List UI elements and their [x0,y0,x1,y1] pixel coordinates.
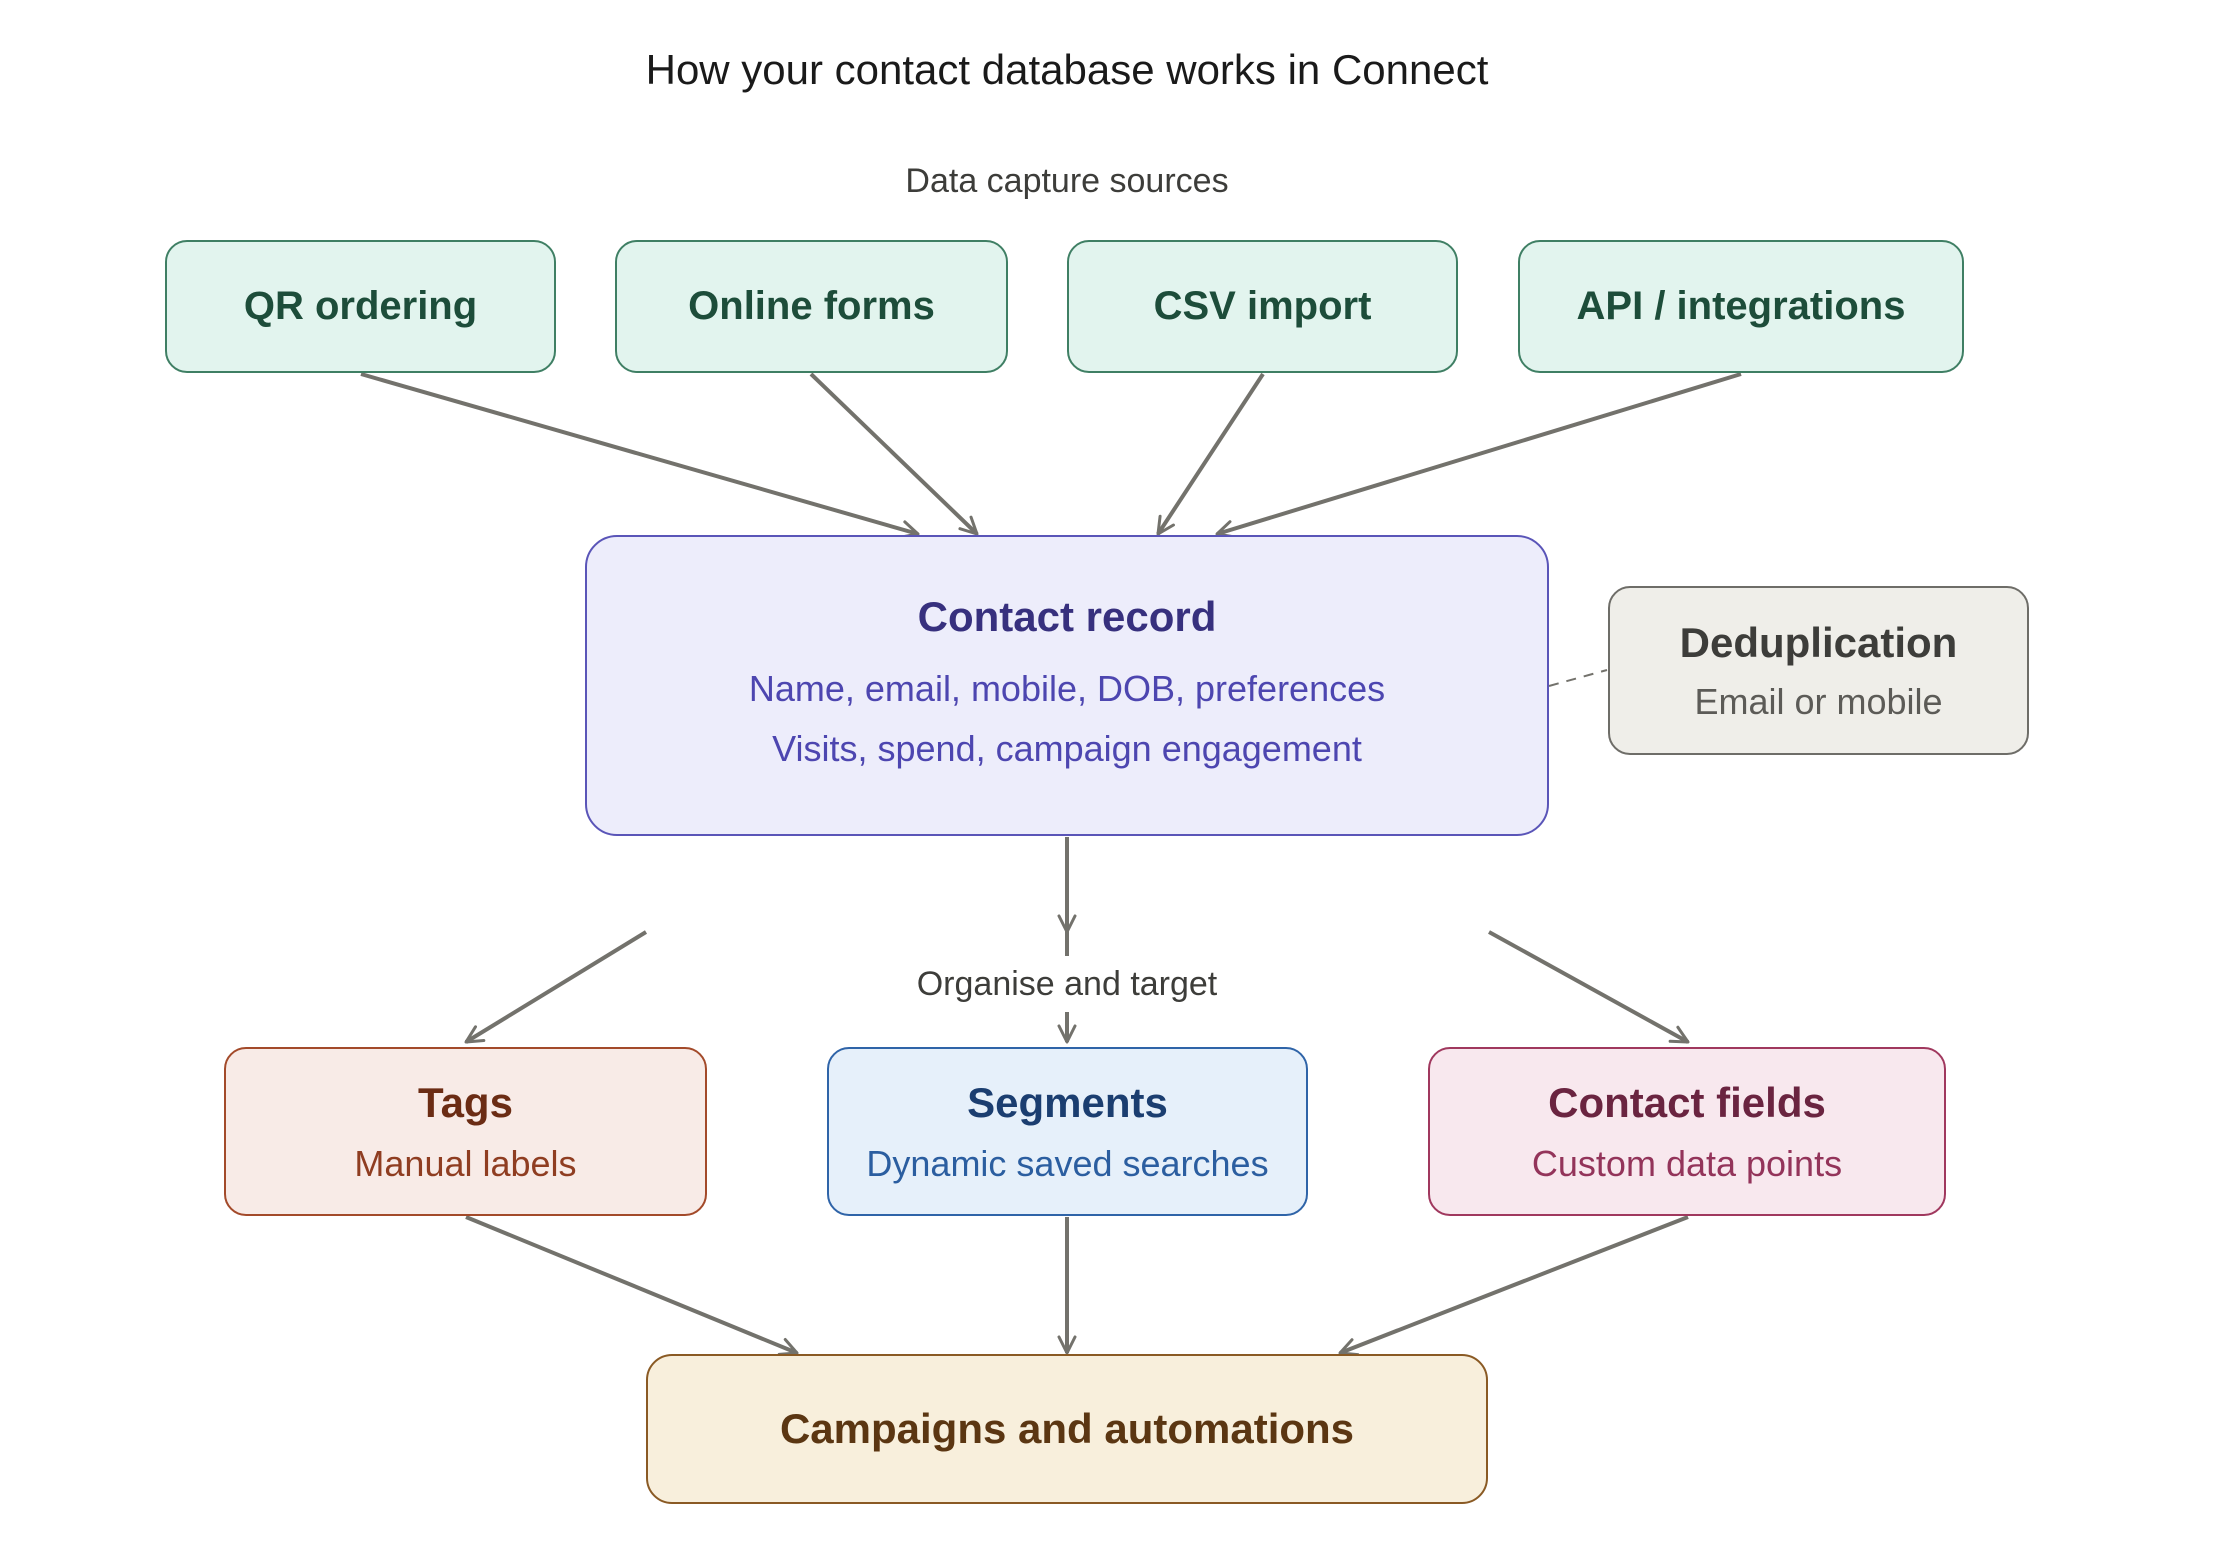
edge-forms-to-contact [809,372,979,536]
contact-fields-subtitle: Custom data points [1531,1142,1843,1184]
contact-record-activity: Visits, spend, campaign engagement [772,727,1362,769]
deduplication-title: Deduplication [1679,618,1958,666]
segments-box[interactable]: Segments Dynamic saved searches [827,1047,1308,1216]
source-box-csv-import[interactable]: CSV import [1067,240,1458,373]
edge-organise-to-fields [1488,930,1690,1044]
source-label: API / integrations [1576,284,1906,328]
edge-api-to-contact [1215,372,1742,539]
tags-box[interactable]: Tags Manual labels [224,1047,707,1216]
section-label-organise: Organise and target [916,965,1218,1003]
contact-record-fields: Name, email, mobile, DOB, preferences [748,667,1386,709]
contact-fields-title: Contact fields [1548,1078,1826,1126]
tags-title: Tags [418,1078,513,1126]
edge-fields-to-campaigns [1338,1215,1689,1357]
deduplication-box[interactable]: Deduplication Email or mobile [1608,586,2029,755]
contact-record-box[interactable]: Contact record Name, email, mobile, DOB,… [585,535,1549,836]
tags-subtitle: Manual labels [354,1142,577,1184]
diagram-title: How your contact database works in Conne… [645,46,1489,93]
source-label: CSV import [1153,284,1372,328]
edge-contact-to-dedup [1548,669,1608,687]
contact-fields-box[interactable]: Contact fields Custom data points [1428,1047,1946,1216]
section-label-capture: Data capture sources [905,162,1229,200]
source-box-api-integrations[interactable]: API / integrations [1518,240,1964,373]
deduplication-subtitle: Email or mobile [1694,680,1943,722]
edge-qr-to-contact [360,372,920,539]
contact-record-title: Contact record [917,592,1217,640]
segments-title: Segments [967,1078,1168,1126]
source-box-qr-ordering[interactable]: QR ordering [165,240,556,373]
campaigns-label: Campaigns and automations [779,1405,1355,1452]
edge-organise-to-tags [464,930,648,1044]
source-label: Online forms [688,284,935,328]
segments-subtitle: Dynamic saved searches [866,1142,1269,1184]
campaigns-box[interactable]: Campaigns and automations [646,1354,1488,1504]
edge-csv-to-contact [1156,372,1265,536]
source-label: QR ordering [243,284,478,328]
source-box-online-forms[interactable]: Online forms [615,240,1008,373]
edge-tags-to-campaigns [465,1215,799,1356]
